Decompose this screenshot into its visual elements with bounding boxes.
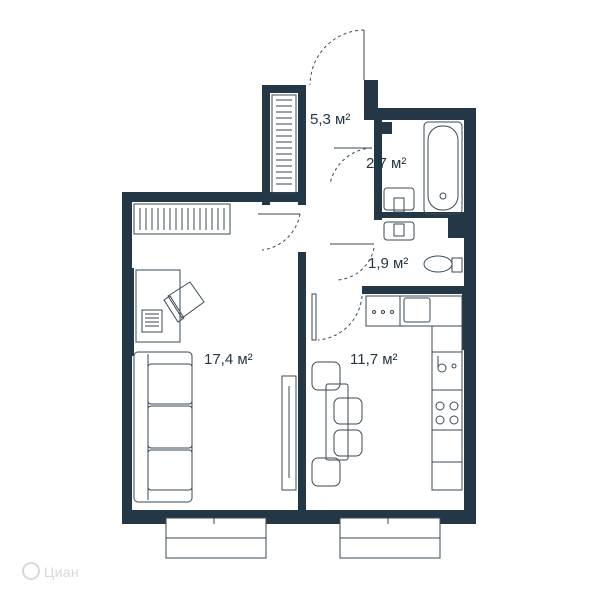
kitchen-area-label: 11,7 м² [350, 351, 398, 368]
watermark: Циан [22, 562, 79, 580]
door-leaves [258, 30, 374, 341]
sofa [133, 351, 193, 503]
desk [135, 269, 205, 343]
wc-sink [383, 221, 415, 241]
doors [261, 29, 375, 341]
bath-sink [383, 187, 415, 213]
balcony-left [165, 517, 267, 559]
dining-set [311, 361, 363, 487]
wardrobe-living [133, 203, 231, 235]
living-room-area-label: 17,4 м² [204, 351, 253, 368]
bathroom-area-label: 2,7 м² [366, 155, 406, 172]
watermark-text: Циан [44, 564, 79, 580]
watermark-logo-icon [22, 562, 40, 580]
wc-area-label: 1,9 м² [368, 255, 408, 272]
wardrobe-hall [271, 94, 297, 194]
tv-stand [281, 375, 297, 491]
toilet [423, 255, 463, 273]
hall-area-label: 5,3 м² [310, 111, 350, 128]
bathtub [423, 121, 463, 215]
balcony-right [339, 517, 441, 559]
kitchen-counter [365, 295, 463, 491]
walls [122, 80, 476, 524]
